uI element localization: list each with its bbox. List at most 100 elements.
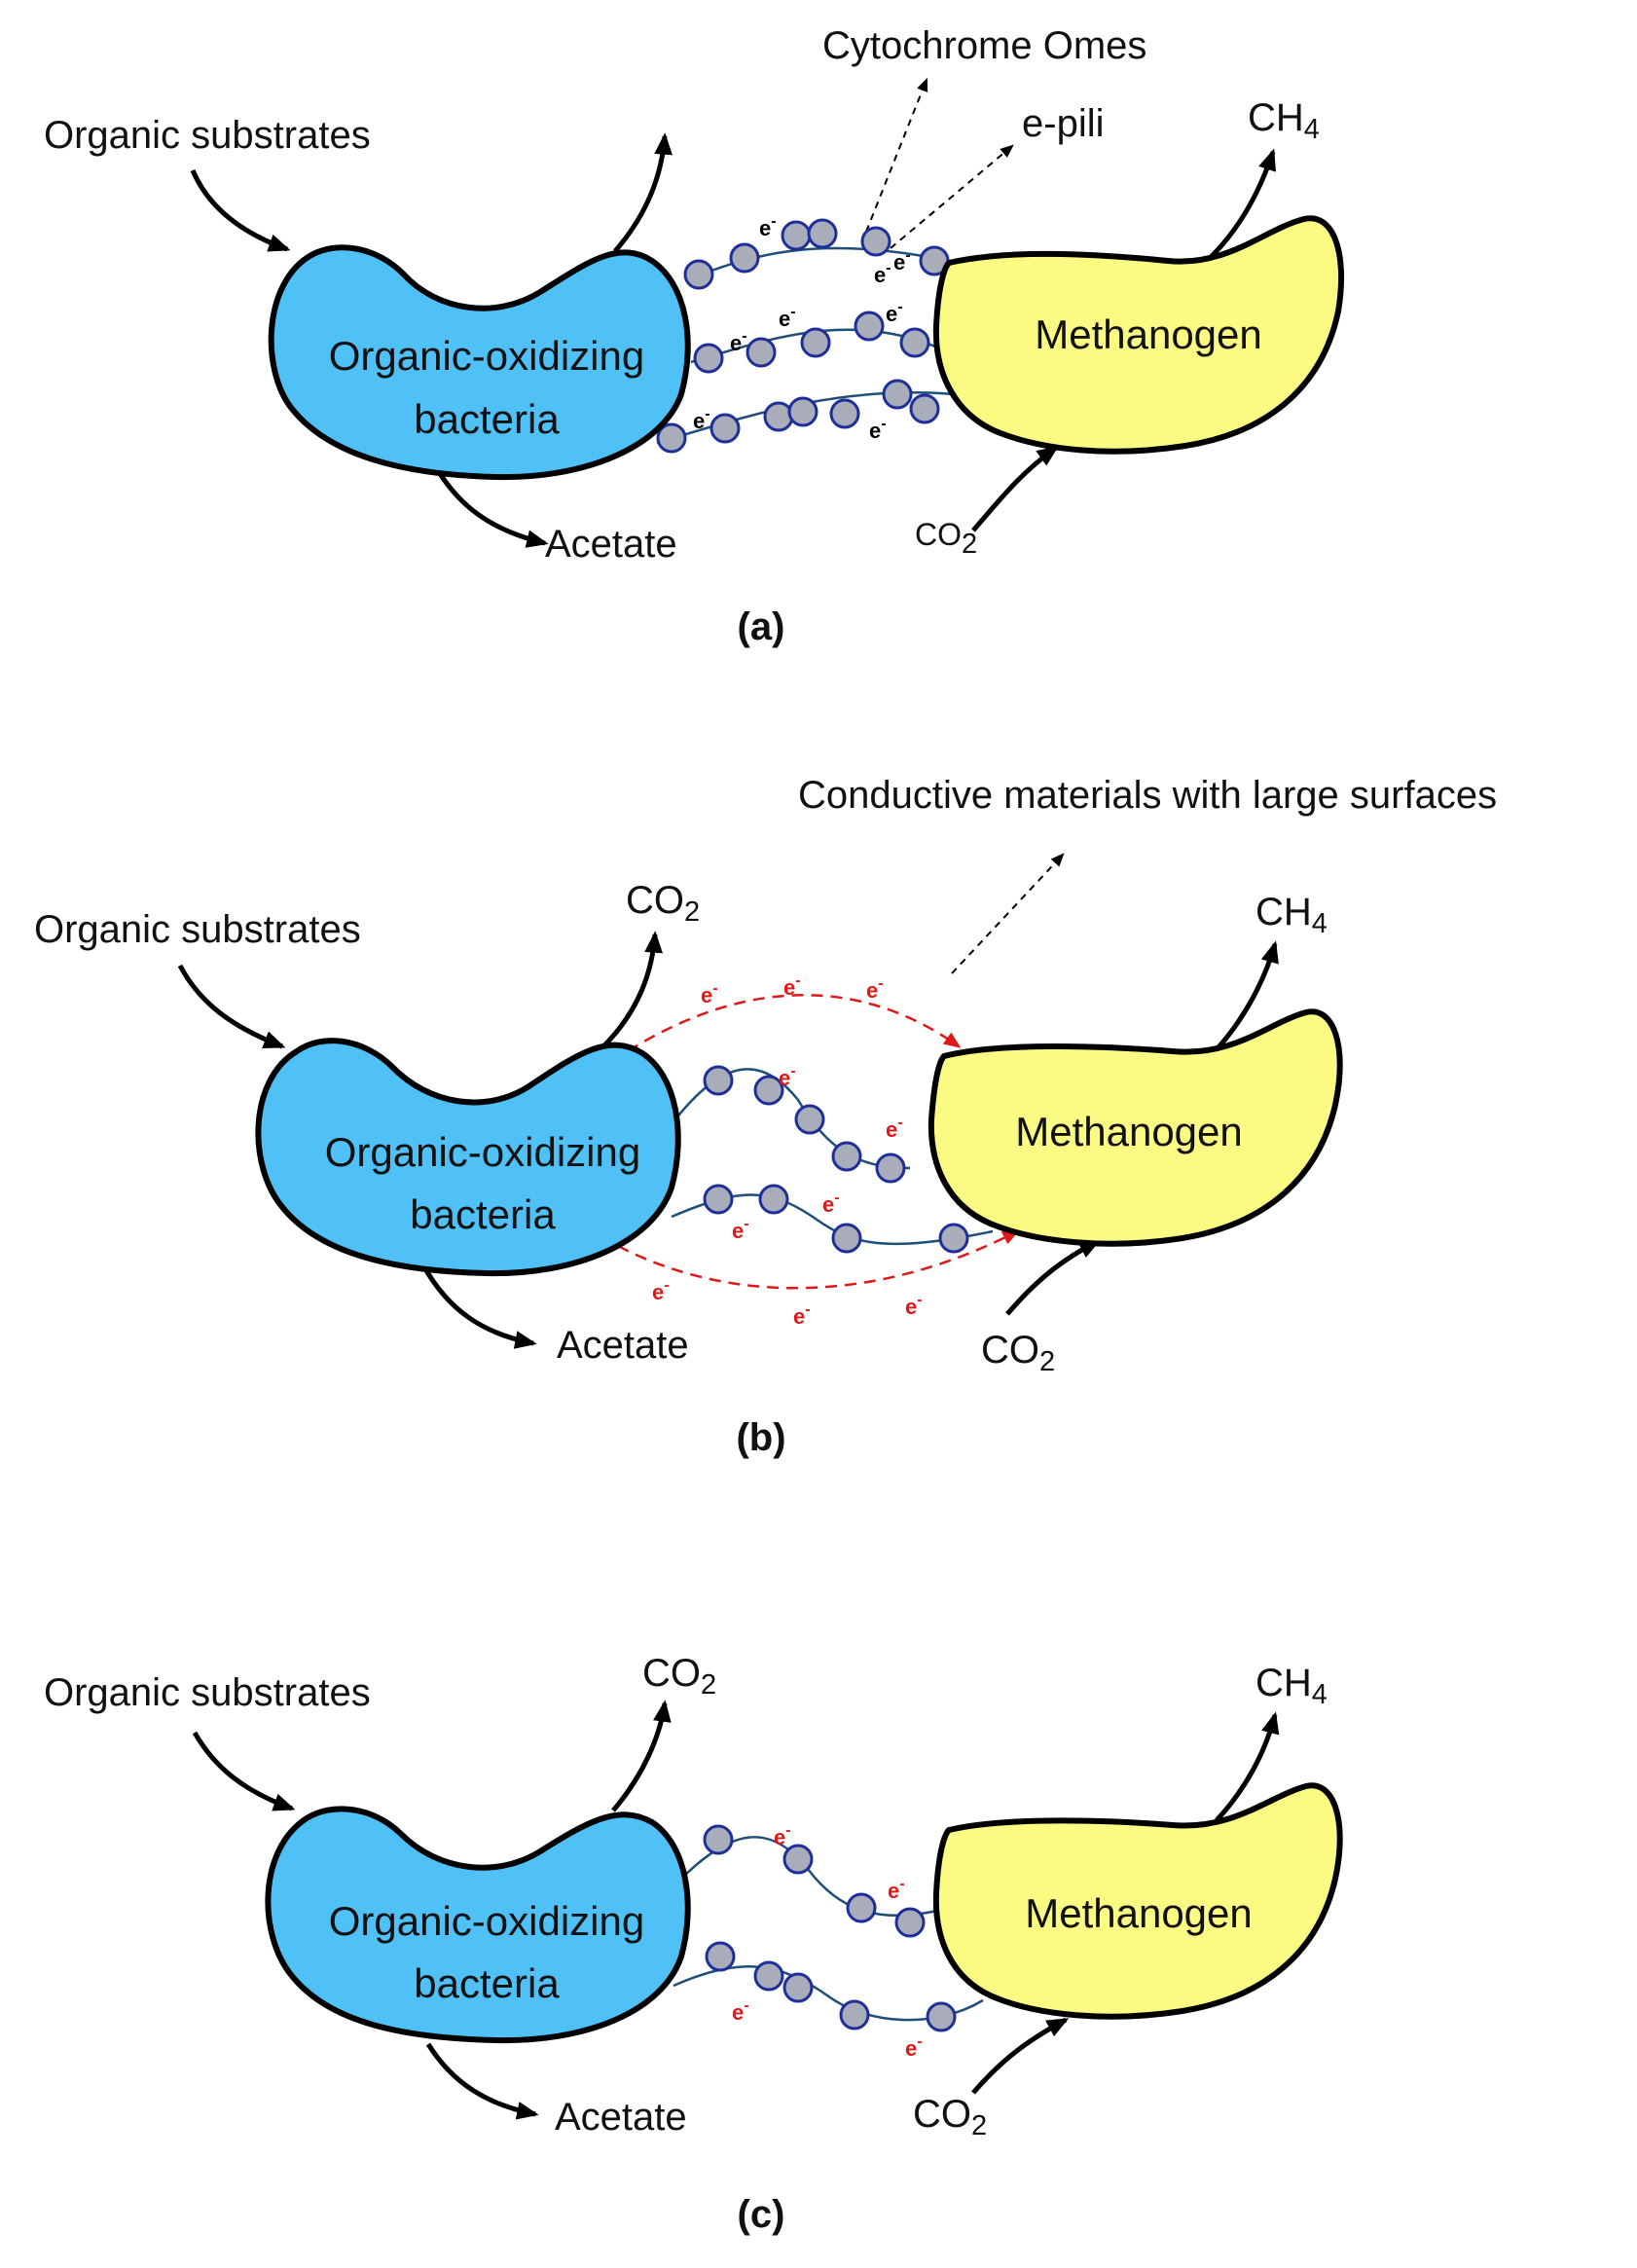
electron-label: e- [783,972,801,1000]
organic-substrates-label: Organic substrates [44,114,371,157]
co2-out-arrow [613,132,673,253]
cytochrome-bead [693,343,724,374]
cytochrome-bead [746,337,777,368]
organic-oxidizing-bacteria-cell [268,244,691,481]
electron-label: e- [822,1189,840,1217]
panel-label-a: (a) [738,605,785,648]
organic-substrates-label: Organic substrates [44,1671,371,1714]
pili-bead [758,1184,789,1215]
electron-label: e- [893,247,911,274]
cytochrome-bead [807,218,838,249]
electron-label: e- [652,1277,670,1304]
acetate-label: Acetate [545,523,677,566]
cytochrome-bead [854,311,885,342]
pili-bead [938,1223,969,1254]
organic-oxidizing-bacteria-cell [265,1806,691,2044]
pili-bead [831,1141,862,1172]
pili-bead [831,1223,862,1254]
cytochrome-bead [683,259,714,290]
pili-bead [753,1075,784,1106]
organic-substrates-label: Organic substrates [34,908,361,951]
electron-label: e- [869,416,887,443]
co2-in-arrow [971,445,1060,532]
ch4-label: CH4 [1255,891,1328,939]
electron-label: e- [779,1063,796,1090]
electron-label: e- [779,304,796,331]
cytochrome-omes-label: Cytochrome Omes [822,24,1146,67]
cytochrome-bead [709,413,741,444]
electron-label: e- [888,1876,905,1903]
substrate-arrow [190,169,291,252]
electron-label: e- [905,1292,923,1319]
electron-label: e- [886,1115,903,1142]
methanogen-name: Methanogen [1025,1890,1253,1936]
substrate-arrow [192,1731,296,1811]
ch4-arrow [1205,148,1276,263]
electron-label: e- [886,299,903,326]
e-pili-label: e-pili [1022,102,1104,145]
electron-label: e- [732,1216,749,1243]
electron-label: e- [793,1301,811,1329]
bacteria-name-line2: bacteria [410,1191,556,1237]
co2-label: CO2 [642,1652,716,1701]
cytochrome-bead [899,327,930,358]
conductive-electron-path-bottom [617,1229,1020,1290]
cytochrome-bead [909,393,940,424]
cytochrome-bead [800,327,831,358]
cytochrome-bead [729,242,760,274]
cytochrome-bead [781,220,812,251]
co2-out-arrow [601,931,663,1048]
panel-c: e- e- e- e- Organic substrates CO2 CH4 O… [44,1652,1343,2236]
ch4-arrow [1215,1711,1280,1822]
ch4-arrow [1215,940,1279,1051]
electron-label: e- [905,2033,923,2061]
methanogen-cell [932,1782,1343,2020]
electron-labels: e- e- e- e- [732,1822,923,2061]
acetate-label: Acetate [557,1324,689,1367]
organic-oxidizing-bacteria-cell [255,1038,681,1277]
cytochrome-bead [763,401,794,432]
panel-label-c: (c) [738,2193,785,2236]
cytochrome-bead [860,226,891,257]
pili-bead [794,1104,825,1135]
panel-label-b: (b) [736,1416,785,1459]
methanogen-name: Methanogen [1015,1109,1243,1154]
pili-beads [703,1065,969,1254]
cytochrome-bead [882,379,913,410]
callout-arrow-conductive [951,853,1065,974]
electron-label: e- [866,975,884,1003]
methanogen-cell [932,215,1344,455]
acetate-arrow [430,460,549,548]
pili-bead [703,1184,734,1215]
pili-bead [782,1972,814,2003]
electron-labels: e- e- e- e- e- e- e- e- [693,213,911,443]
ch4-label: CH4 [1248,96,1320,145]
electron-label: e- [774,1822,791,1849]
electron-label: e- [693,406,710,433]
cytochrome-bead [829,398,860,429]
callout-arrow-cytochrome [865,77,928,233]
co2-label: CO2 [915,517,977,560]
electron-label: e- [701,980,718,1007]
conductive-electron-path-top [627,994,962,1053]
methanogen-name: Methanogen [1035,311,1262,357]
pili-bead [839,1999,870,2030]
pili-beads [703,1824,957,2032]
pili-bead [846,1892,877,1923]
co2-label: CO2 [981,1329,1055,1377]
methanogen-cell [928,1008,1343,1247]
acetate-arrow [425,2042,539,2120]
acetate-arrow [420,1263,537,1349]
co2-label: CO2 [913,2093,987,2141]
electron-label: e- [759,213,777,240]
electron-label: e- [874,260,891,287]
panel-b: e- e- e- e- e- e- e- e- e- e- Conductive… [34,774,1497,1459]
bacteria-name-line2: bacteria [414,396,560,442]
co2-out-arrow [611,1700,672,1812]
pili-bead [926,2001,957,2032]
electron-label: e- [732,1997,749,2025]
acetate-label: Acetate [555,2096,687,2139]
co2-in-arrow [1005,1238,1102,1316]
pili-bead [705,1941,736,1972]
bacteria-name-line1: Organic-oxidizing [329,1898,644,1944]
